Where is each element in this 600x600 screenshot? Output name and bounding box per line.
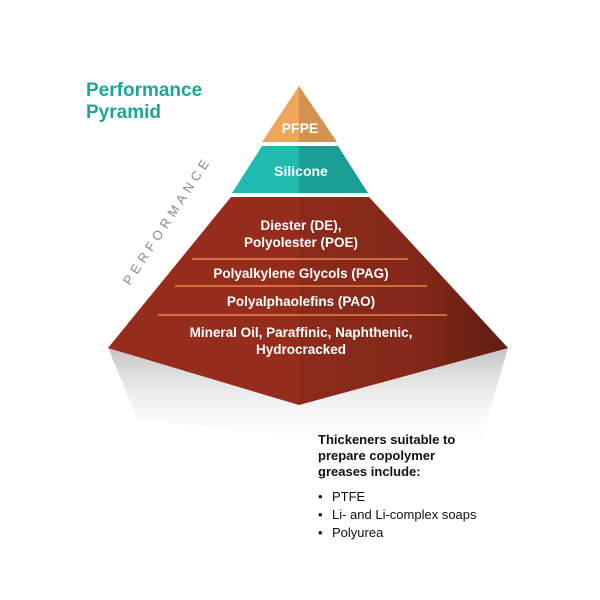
tier-label-silicone: Silicone	[274, 163, 328, 179]
pyramid-base-left-face	[108, 197, 299, 405]
title-line-1: Performance	[86, 80, 203, 101]
tier-label-pfpe: PFPE	[282, 120, 319, 136]
note-heading-line: greases include:	[318, 464, 421, 479]
tier-label-polyolester: Polyolester (POE)	[244, 235, 358, 250]
note-heading-line: Thickeners suitable to	[318, 432, 456, 447]
list-item: PTFE	[318, 488, 548, 506]
thickeners-note: Thickeners suitable to prepare copolymer…	[318, 432, 548, 542]
tier-label-diester: Diester (DE),	[260, 218, 341, 233]
tier-label-hydrocracked: Hydrocracked	[256, 342, 346, 357]
note-heading: Thickeners suitable to prepare copolymer…	[318, 432, 548, 480]
tier-pfpe-shape	[262, 86, 299, 142]
tier-pfpe-shape-right	[299, 86, 337, 142]
list-item: Li- and Li-complex soaps	[318, 506, 548, 524]
pyramid-base-right-shade	[299, 197, 508, 405]
note-heading-line: prepare copolymer	[318, 448, 436, 463]
tier-label-mineral-oil: Mineral Oil, Paraffinic, Naphthenic,	[190, 325, 413, 340]
tier-silicone-shape	[232, 146, 299, 193]
tier-label-pao: Polyalphaolefins (PAO)	[227, 294, 375, 309]
page-title: Performance Pyramid	[86, 80, 202, 124]
tier-silicone-shape-right	[299, 146, 368, 193]
tier-label-pag: Polyalkylene Glycols (PAG)	[213, 266, 388, 281]
thickener-list: PTFE Li- and Li-complex soaps Polyurea	[318, 488, 548, 542]
title-line-2: Pyramid	[86, 102, 161, 123]
list-item: Polyurea	[318, 524, 548, 542]
